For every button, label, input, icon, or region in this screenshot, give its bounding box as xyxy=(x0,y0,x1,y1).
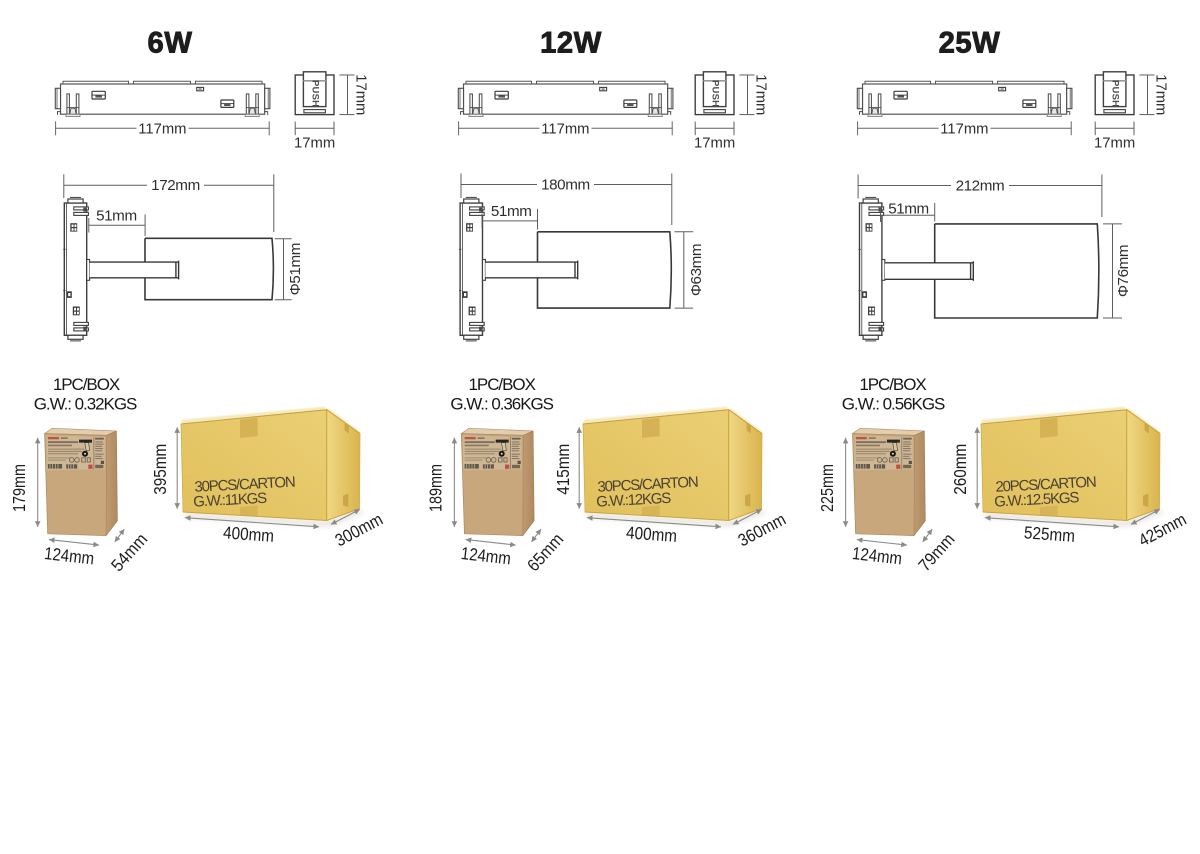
svg-text:Φ63mm: Φ63mm xyxy=(688,244,705,296)
svg-text:415mm: 415mm xyxy=(553,444,573,495)
svg-text:189mm: 189mm xyxy=(426,464,446,512)
svg-text:G.W.:12KGS: G.W.:12KGS xyxy=(596,490,672,511)
svg-text:G.W.: 0.36KGS: G.W.: 0.36KGS xyxy=(450,395,553,414)
svg-text:212mm: 212mm xyxy=(956,178,1005,195)
svg-text:30PCS/CARTON: 30PCS/CARTON xyxy=(597,474,698,496)
svg-text:G.W.:12.5KGS: G.W.:12.5KGS xyxy=(994,489,1080,510)
svg-text:Φ76mm: Φ76mm xyxy=(1115,245,1132,297)
svg-text:525mm: 525mm xyxy=(1023,522,1075,546)
svg-text:395mm: 395mm xyxy=(150,444,170,495)
svg-text:180mm: 180mm xyxy=(541,177,590,194)
svg-text:260mm: 260mm xyxy=(950,444,970,495)
svg-text:1PC/BOX: 1PC/BOX xyxy=(859,375,926,394)
svg-text:51mm: 51mm xyxy=(96,208,137,225)
svg-text:30PCS/CARTON: 30PCS/CARTON xyxy=(194,474,295,496)
svg-text:225mm: 225mm xyxy=(817,464,837,512)
svg-text:51mm: 51mm xyxy=(888,200,929,217)
svg-text:6W: 6W xyxy=(148,28,193,60)
svg-text:1PC/BOX: 1PC/BOX xyxy=(469,375,536,394)
svg-text:12W: 12W xyxy=(540,28,602,60)
svg-text:25W: 25W xyxy=(939,28,1001,60)
svg-text:G.W.: 0.32KGS: G.W.: 0.32KGS xyxy=(34,395,137,414)
svg-text:400mm: 400mm xyxy=(222,522,274,546)
svg-text:G.W.: 0.56KGS: G.W.: 0.56KGS xyxy=(842,395,945,414)
svg-text:G.W.:11KGS: G.W.:11KGS xyxy=(193,490,268,511)
svg-text:179mm: 179mm xyxy=(9,464,29,512)
svg-text:1PC/BOX: 1PC/BOX xyxy=(53,375,120,394)
svg-text:51mm: 51mm xyxy=(491,203,532,220)
svg-text:20PCS/CARTON: 20PCS/CARTON xyxy=(995,474,1096,496)
svg-text:Φ51mm: Φ51mm xyxy=(287,243,304,295)
svg-text:400mm: 400mm xyxy=(625,522,677,546)
svg-text:172mm: 172mm xyxy=(151,177,200,194)
